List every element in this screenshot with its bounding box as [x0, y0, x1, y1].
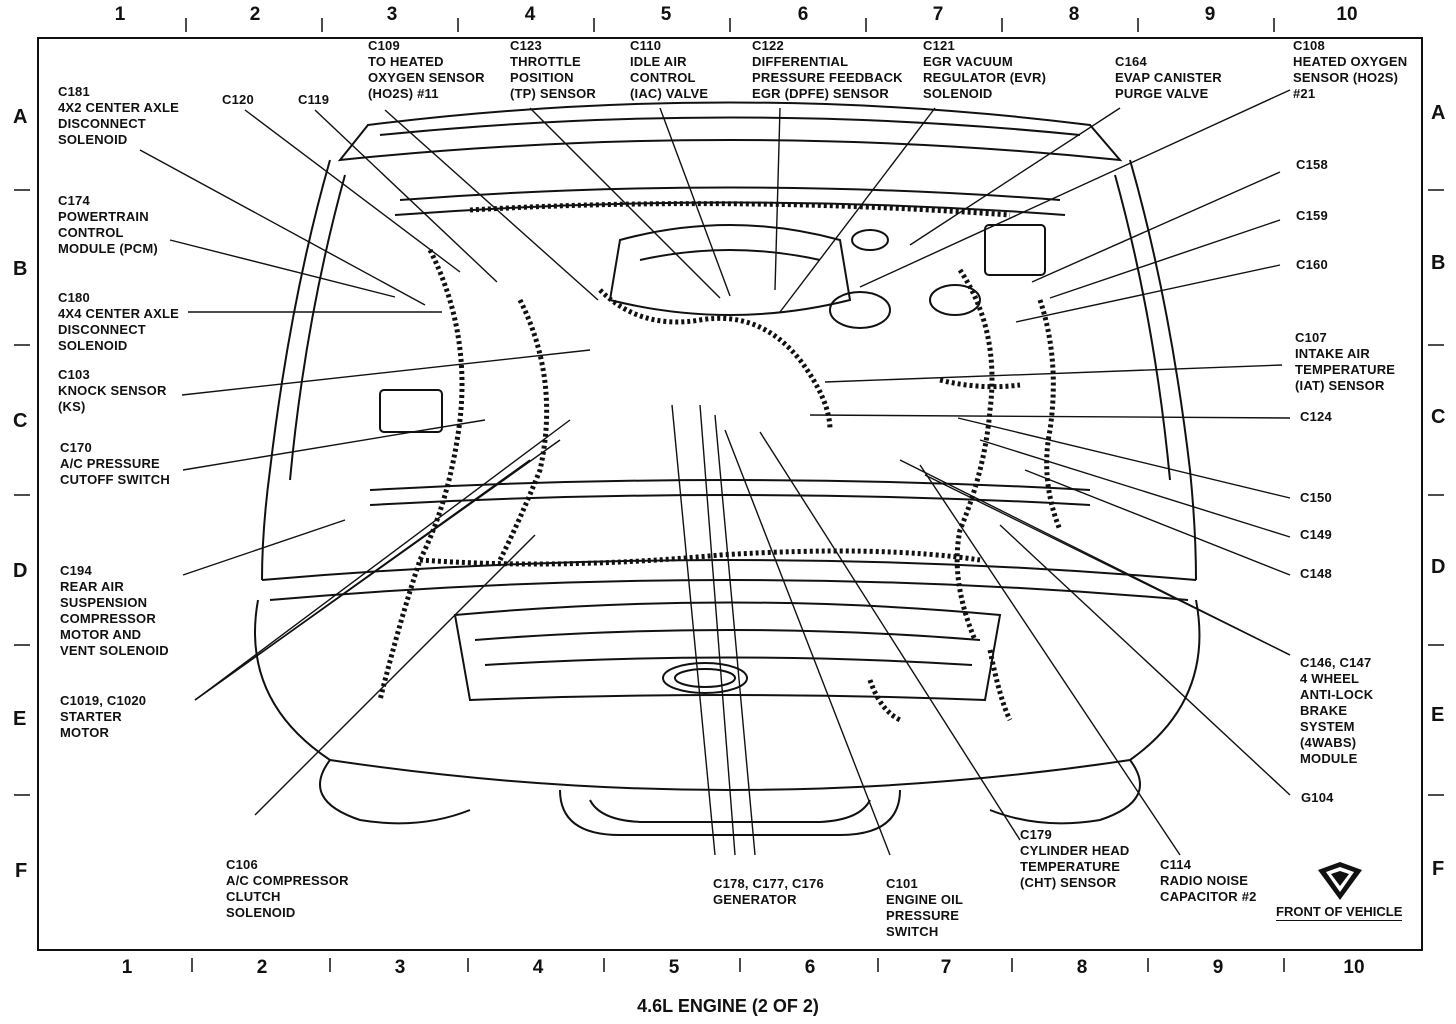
callout-c181: C181 4X2 CENTER AXLE DISCONNECT SOLENOID: [58, 84, 179, 147]
callout-c178-c177-c176: C178, C177, C176 GENERATOR: [713, 876, 824, 907]
row-label: A: [1431, 102, 1446, 124]
column-label: 10: [1336, 4, 1358, 25]
column-label: 4: [532, 957, 544, 978]
column-label: 2: [249, 4, 261, 25]
column-label: 3: [386, 4, 398, 25]
callout-c107: C107 INTAKE AIR TEMPERATURE (IAT) SENSOR: [1295, 330, 1396, 393]
column-label: 6: [804, 957, 816, 978]
callout-c124: C124: [1300, 409, 1332, 424]
row-label: C: [1431, 406, 1446, 428]
callout-c180: C180 4X4 CENTER AXLE DISCONNECT SOLENOID: [58, 290, 179, 353]
callout-c149: C149: [1300, 527, 1332, 542]
row-ticks: [14, 189, 1444, 796]
callout-c194: C194 REAR AIR SUSPENSION COMPRESSOR MOTO…: [60, 563, 169, 658]
callout-c108: C108 HEATED OXYGEN SENSOR (HO2S) #21: [1293, 38, 1408, 101]
callout-c109: C109 TO HEATED OXYGEN SENSOR (HO2S) #11: [368, 38, 485, 101]
row-label: F: [15, 860, 28, 882]
row-label: D: [1431, 556, 1446, 578]
vehicle-illustration: [254, 101, 1201, 836]
callout-c170: C170 A/C PRESSURE CUTOFF SWITCH: [60, 440, 170, 487]
row-label: C: [13, 410, 28, 432]
callout-c174: C174 POWERTRAIN CONTROL MODULE (PCM): [58, 193, 158, 256]
front-arrow-icon: [1318, 862, 1362, 900]
front-of-vehicle-label: FRONT OF VEHICLE: [1276, 904, 1403, 921]
row-label: B: [1431, 252, 1446, 274]
column-label: 7: [940, 957, 952, 978]
callout-c101: C101 ENGINE OIL PRESSURE SWITCH: [886, 876, 964, 939]
column-label: 7: [932, 4, 944, 25]
column-label: 1: [121, 957, 133, 978]
callout-c106: C106 A/C COMPRESSOR CLUTCH SOLENOID: [226, 857, 349, 920]
callout-c119: C119: [298, 92, 330, 107]
diagram-border: [37, 37, 1423, 951]
row-label: D: [13, 560, 28, 582]
callout-c160: C160: [1296, 257, 1328, 272]
column-label: 5: [660, 4, 672, 25]
column-label: 2: [256, 957, 268, 978]
column-ticks: [185, 18, 1285, 972]
callout-c158: C158: [1296, 157, 1328, 172]
wiring-harness: [377, 201, 1063, 723]
callout-c122: C122 DIFFERENTIAL PRESSURE FEEDBACK EGR …: [752, 38, 903, 101]
column-label: 9: [1204, 4, 1216, 25]
callout-c120: C120: [222, 92, 254, 107]
row-label: A: [13, 106, 28, 128]
leader-lines: [139, 89, 1291, 856]
column-label: 5: [668, 957, 680, 978]
callout-c148: C148: [1300, 566, 1332, 581]
callout-c110: C110 IDLE AIR CONTROL (IAC) VALVE: [630, 38, 709, 101]
callout-c159: C159: [1296, 208, 1328, 223]
column-label: 3: [394, 957, 406, 978]
column-label: 8: [1076, 957, 1088, 978]
column-label: 4: [524, 4, 536, 25]
callout-c1019-c1020: C1019, C1020 STARTER MOTOR: [60, 693, 147, 740]
callout-c123: C123 THROTTLE POSITION (TP) SENSOR: [510, 38, 596, 101]
column-label: 9: [1212, 957, 1224, 978]
row-label: E: [13, 708, 27, 730]
row-label: B: [13, 258, 28, 280]
callout-c146-c147: C146, C147 4 WHEEL ANTI-LOCK BRAKE SYSTE…: [1300, 655, 1374, 766]
column-label: 1: [114, 4, 126, 25]
callout-g104: G104: [1301, 790, 1334, 805]
callout-c114: C114 RADIO NOISE CAPACITOR #2: [1160, 857, 1257, 904]
row-label: F: [1432, 858, 1445, 880]
column-label: 6: [797, 4, 809, 25]
callout-c121: C121 EGR VACUUM REGULATOR (EVR) SOLENOID: [923, 38, 1047, 101]
column-label: 8: [1068, 4, 1080, 25]
callout-c103: C103 KNOCK SENSOR (KS): [58, 367, 167, 414]
callout-c150: C150: [1300, 490, 1332, 505]
row-label: E: [1431, 704, 1445, 726]
callout-c164: C164 EVAP CANISTER PURGE VALVE: [1115, 54, 1222, 101]
diagram-caption: 4.6L ENGINE (2 OF 2): [637, 996, 819, 1016]
callout-c179: C179 CYLINDER HEAD TEMPERATURE (CHT) SEN…: [1020, 827, 1130, 890]
column-label: 10: [1343, 957, 1365, 978]
